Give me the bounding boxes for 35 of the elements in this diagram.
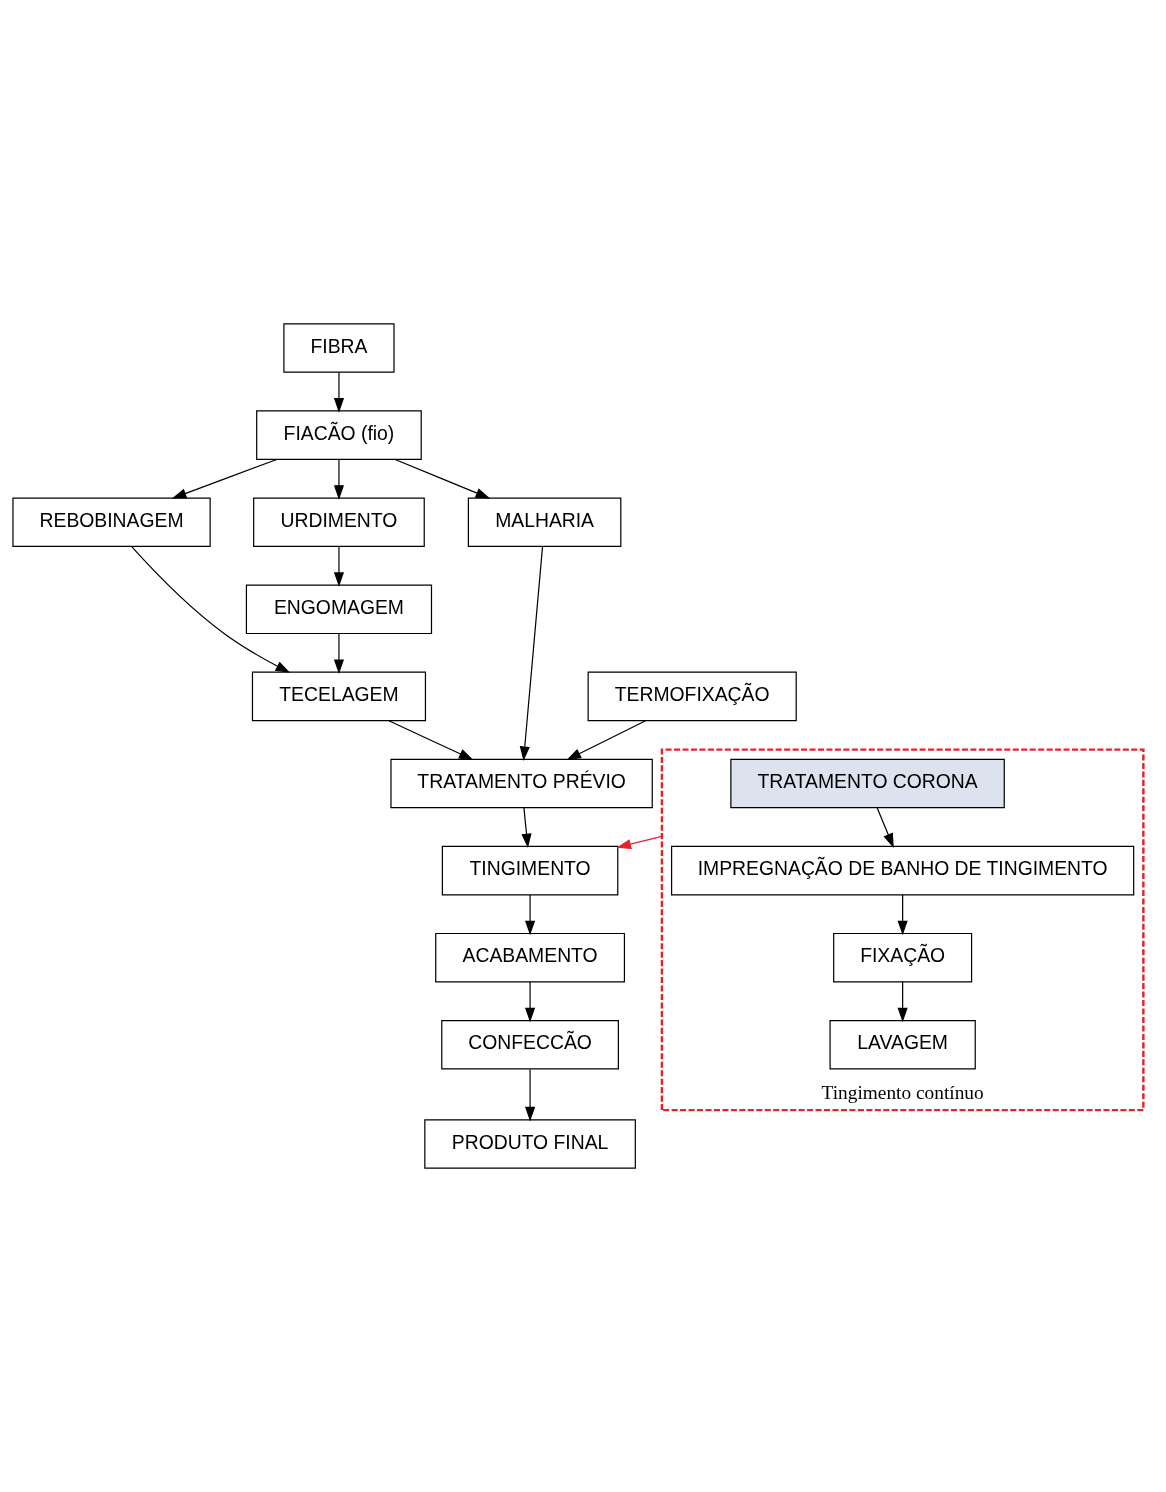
node-box: FIBRA: [283, 323, 395, 373]
arrow: [525, 981, 536, 1023]
arrow: [333, 371, 345, 413]
node-box: TERMOFIXAÇÃO: [587, 671, 797, 722]
arrow: [388, 720, 474, 760]
node-box: ACABAMENTO: [435, 932, 626, 983]
node-box: MALHARIA: [467, 497, 622, 547]
arrow: [130, 545, 291, 673]
node-box: TRATAMENTO PRÉVIO: [390, 758, 653, 809]
arrow: [333, 458, 345, 500]
arrow: [171, 458, 278, 499]
arrow: [876, 807, 894, 848]
node-box: CONFECCÃO: [441, 1020, 619, 1070]
arrow: [897, 981, 908, 1023]
arrow: [566, 720, 647, 760]
node-box: LAVAGEM: [829, 1020, 976, 1070]
arrow: [525, 1068, 536, 1122]
node-box: URDIMENTO: [253, 497, 425, 547]
arrow: [521, 807, 532, 849]
node-box: REBOBINAGEM: [12, 497, 211, 547]
node-box: IMPREGNAÇÃO DE BANHO DE TINGIMENTO: [671, 845, 1135, 896]
node-box: TECELAGEM: [251, 671, 427, 722]
arrow: [616, 835, 663, 850]
arrow: [525, 894, 536, 936]
arrow: [897, 894, 908, 936]
arrow: [333, 545, 345, 587]
arrow: [333, 633, 345, 674]
node-box: TRATAMENTO CORONA: [730, 758, 1005, 809]
node-box: FIXAÇÃO: [833, 932, 973, 983]
node-box: TINGIMENTO: [441, 845, 619, 896]
node-box: PRODUTO FINAL: [424, 1119, 636, 1169]
arrow: [394, 458, 491, 499]
arrow: [519, 546, 544, 761]
node-box: FIACÃO (fio): [256, 410, 422, 460]
node-box: ENGOMAGEM: [245, 584, 433, 635]
